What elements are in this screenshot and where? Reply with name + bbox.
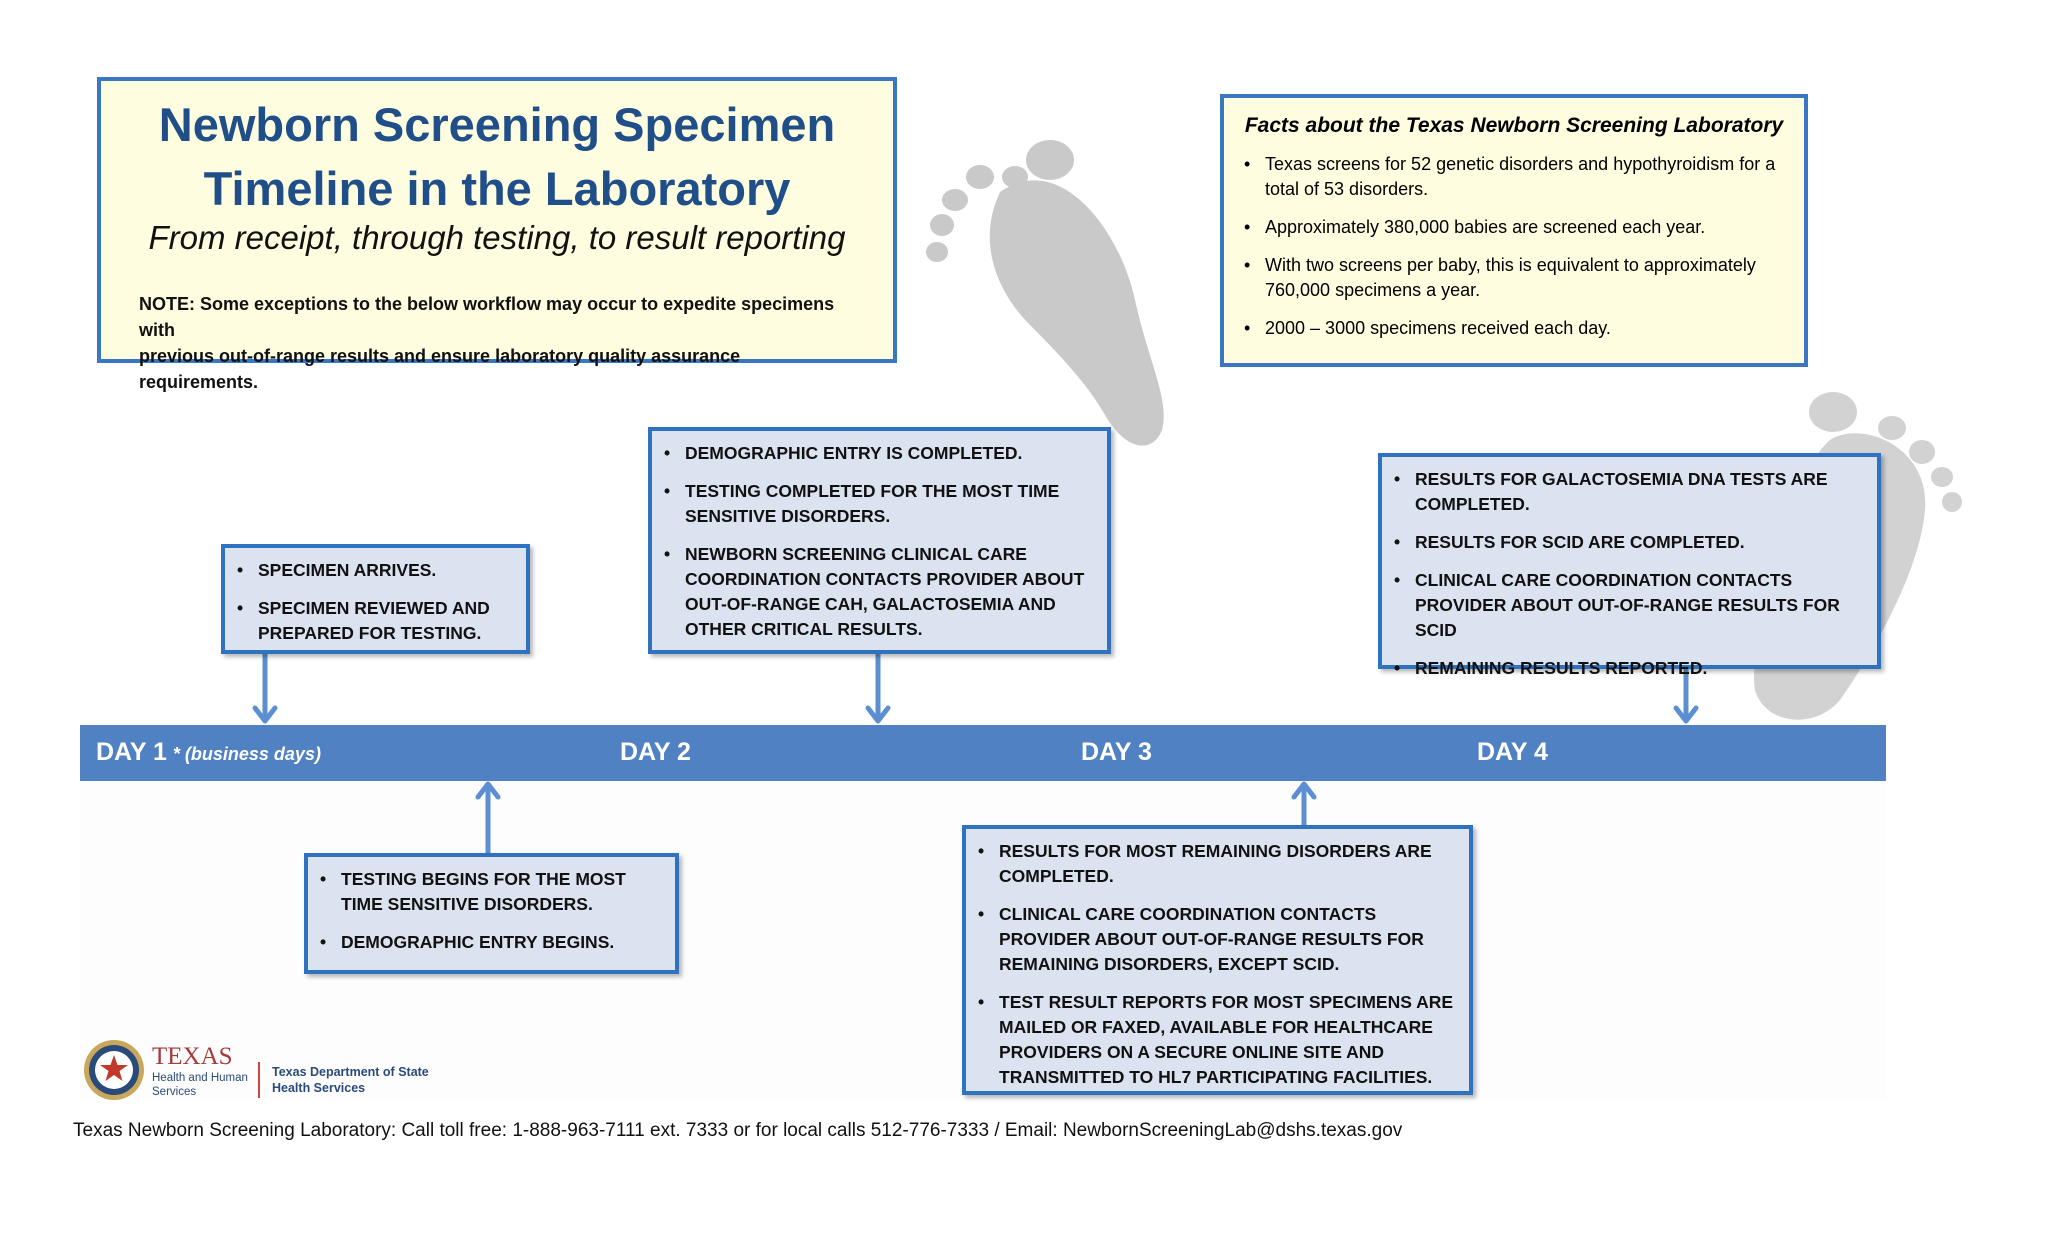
step-item: RESULTS FOR GALACTOSEMIA DNA TESTS ARE C… <box>1394 467 1867 517</box>
workflow-note-line1: NOTE: Some exceptions to the below workf… <box>139 294 835 340</box>
step-item: CLINICAL CARE COORDINATION CONTACTS PROV… <box>1394 568 1867 643</box>
step-item: TESTING COMPLETED FOR THE MOST TIME SENS… <box>664 479 1097 529</box>
step-item: DEMOGRAPHIC ENTRY BEGINS. <box>320 930 665 955</box>
texas-seal-icon <box>84 1040 144 1100</box>
title-box: Newborn Screening Specimen Timeline in t… <box>97 77 897 392</box>
arrow-day1-top <box>252 649 278 724</box>
workflow-note: NOTE: Some exceptions to the below workf… <box>139 291 863 395</box>
logo-hhs-text: Health and Human Services <box>152 1072 248 1098</box>
arrow-day1-bottom <box>475 781 501 856</box>
workflow-note-line2: previous out-of-range results and ensure… <box>139 346 741 392</box>
arrow-day3-bottom <box>1291 781 1317 828</box>
step-item: RESULTS FOR SCID ARE COMPLETED. <box>1394 530 1867 555</box>
step-item: RESULTS FOR MOST REMAINING DISORDERS ARE… <box>978 839 1459 889</box>
step-box-day1-top: SPECIMEN ARRIVES. SPECIMEN REVIEWED AND … <box>221 544 530 654</box>
page-title-line1: Newborn Screening Specimen <box>158 98 836 151</box>
texas-hhs-logo: TEXAS Health and Human Services Texas De… <box>82 1036 429 1106</box>
step-item: NEWBORN SCREENING CLINICAL CARE COORDINA… <box>664 542 1097 642</box>
business-days-note: * (business days) <box>172 744 321 764</box>
step-box-day4-top: RESULTS FOR GALACTOSEMIA DNA TESTS ARE C… <box>1378 453 1881 681</box>
day-1-label: DAY 1* (business days) <box>96 737 321 769</box>
fact-item: Texas screens for 52 genetic disorders a… <box>1244 152 1786 202</box>
logo-texas-text: TEXAS <box>152 1043 233 1070</box>
step-item: TESTING BEGINS FOR THE MOST TIME SENSITI… <box>320 867 665 917</box>
footprint-left <box>926 140 1164 446</box>
logo-divider <box>258 1062 260 1098</box>
fact-item: With two screens per baby, this is equiv… <box>1244 253 1786 303</box>
logo-dshs-text: Texas Department of State Health Service… <box>272 1065 429 1095</box>
arrow-day2-top <box>865 649 891 724</box>
day-1-text: DAY 1 <box>96 738 167 766</box>
fact-item: 2000 – 3000 specimens received each day. <box>1244 316 1786 341</box>
step-item: CLINICAL CARE COORDINATION CONTACTS PROV… <box>978 902 1459 977</box>
day-2-label: DAY 2 <box>620 738 691 766</box>
facts-list: Texas screens for 52 genetic disorders a… <box>1244 152 1786 354</box>
step-box-day1-bottom: TESTING BEGINS FOR THE MOST TIME SENSITI… <box>304 853 679 974</box>
page-title-line2: Timeline in the Laboratory <box>203 162 791 215</box>
step-box-day3-bottom: RESULTS FOR MOST REMAINING DISORDERS ARE… <box>962 825 1473 1095</box>
facts-heading: Facts about the Texas Newborn Screening … <box>1244 114 1784 137</box>
day-3-label: DAY 3 <box>1081 738 1152 766</box>
step-item: SPECIMEN ARRIVES. <box>237 558 516 583</box>
fact-item: Approximately 380,000 babies are screene… <box>1244 215 1786 240</box>
step-item: DEMOGRAPHIC ENTRY IS COMPLETED. <box>664 441 1097 466</box>
page-subtitle: From receipt, through testing, to result… <box>148 219 846 256</box>
facts-box: Facts about the Texas Newborn Screening … <box>1220 94 1808 367</box>
step-item: REMAINING RESULTS REPORTED. <box>1394 656 1867 681</box>
step-item: TEST RESULT REPORTS FOR MOST SPECIMENS A… <box>978 990 1459 1090</box>
step-item: SPECIMEN REVIEWED AND PREPARED FOR TESTI… <box>237 596 516 646</box>
step-box-day2-top: DEMOGRAPHIC ENTRY IS COMPLETED. TESTING … <box>648 427 1111 654</box>
timeline-bar: DAY 1* (business days) DAY 2 DAY 3 DAY 4 <box>80 725 1886 781</box>
contact-footer: Texas Newborn Screening Laboratory: Call… <box>73 1120 1403 1141</box>
day-4-label: DAY 4 <box>1477 738 1548 766</box>
